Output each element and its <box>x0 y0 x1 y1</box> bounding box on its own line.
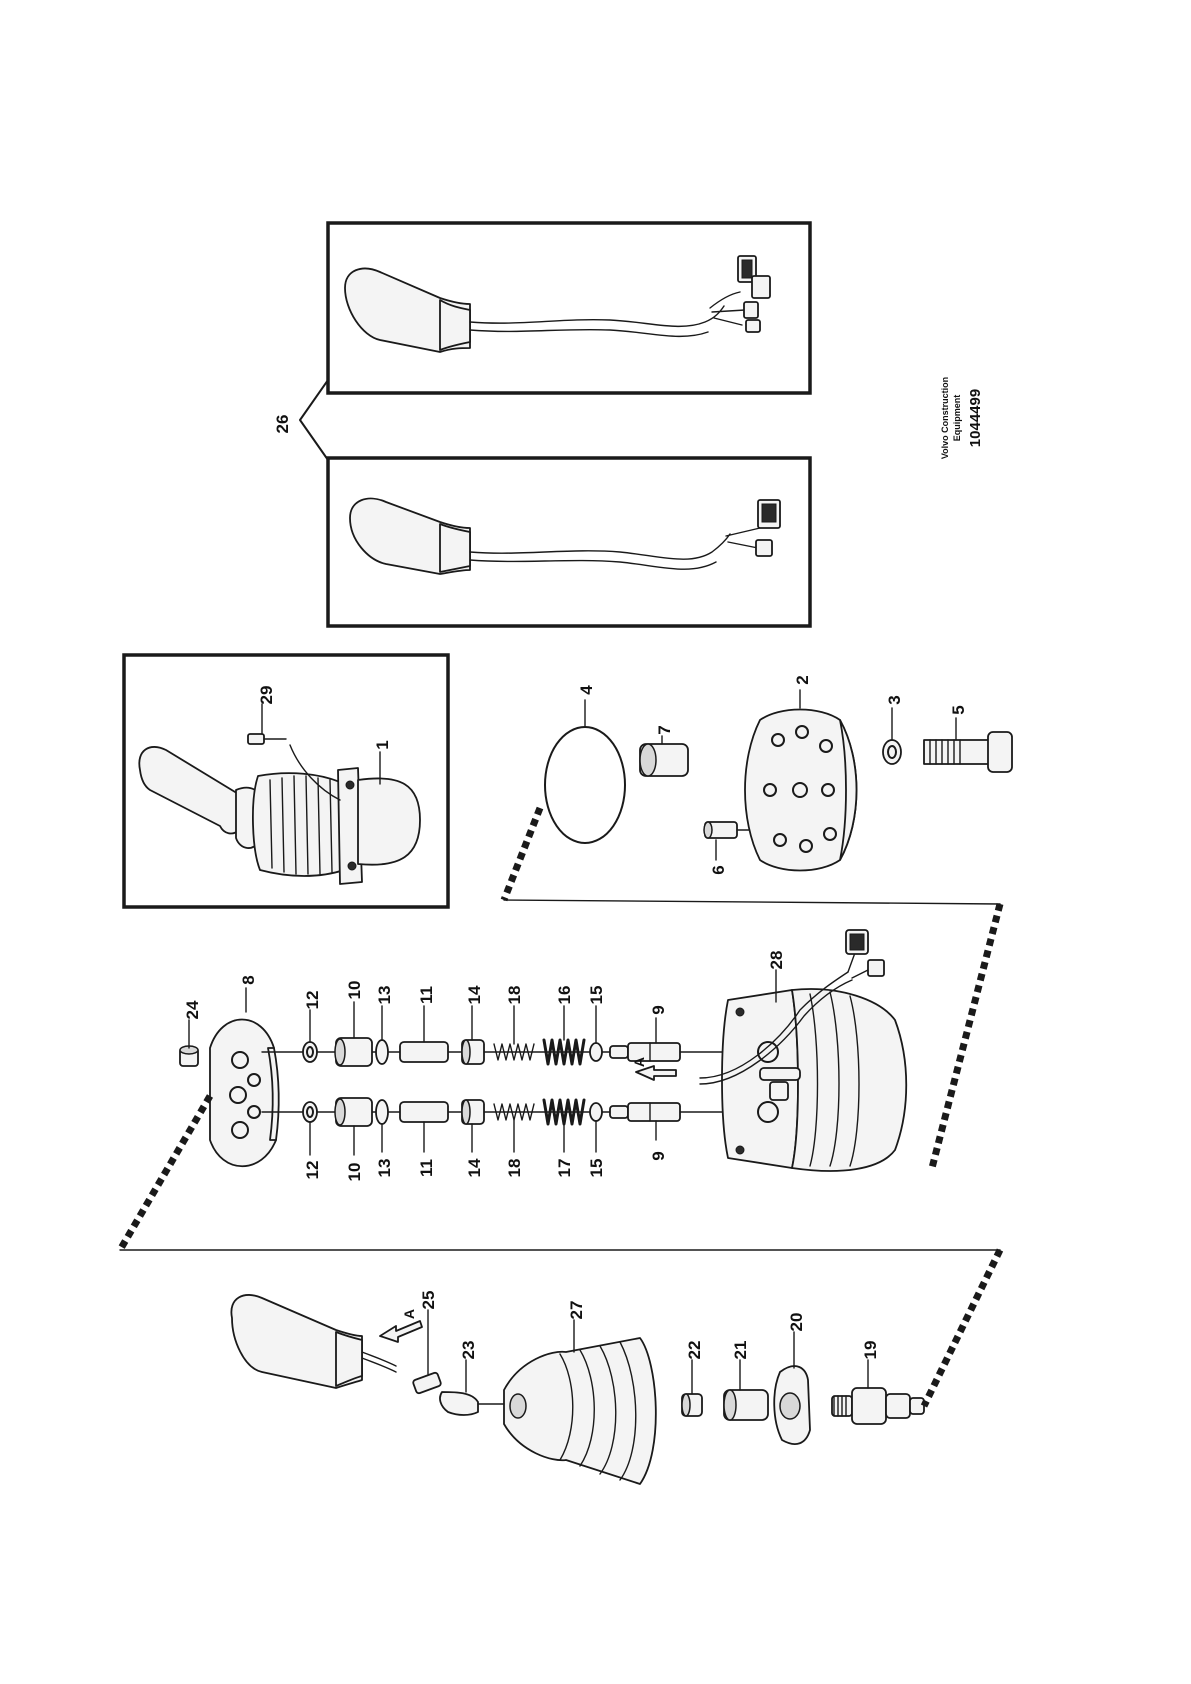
handle-variant-upper <box>344 255 771 353</box>
view-a-arrow-lower <box>379 1320 423 1343</box>
assembly-line-housing-right <box>928 903 1004 1169</box>
brand-line-2: Equipment <box>952 395 962 442</box>
label-10-bottom: 10 <box>345 1163 364 1182</box>
variant-bracket <box>299 379 329 461</box>
label-26: 26 <box>273 415 292 434</box>
part-7-bushing <box>639 743 689 777</box>
label-11-bottom: 11 <box>417 1159 436 1177</box>
part-22-washer <box>681 1393 703 1417</box>
part-15-ring-bottom <box>589 1102 603 1122</box>
part-15-ring-top <box>589 1042 603 1062</box>
label-10-top: 10 <box>345 981 364 1000</box>
label-29: 29 <box>257 686 276 705</box>
assembly-line-lower-right <box>920 1248 1004 1408</box>
part-25-contact <box>412 1371 442 1395</box>
label-22: 22 <box>685 1341 704 1360</box>
label-13-top: 13 <box>375 986 394 1005</box>
label-15-top: 15 <box>587 986 606 1005</box>
label-18-bottom: 18 <box>505 1159 524 1178</box>
label-24: 24 <box>183 1000 202 1019</box>
part-23-sleeve <box>439 1391 479 1416</box>
part-9-pushrod-bottom <box>609 1102 681 1122</box>
part-12-ring-top <box>302 1041 318 1063</box>
part-5-bolt <box>923 731 1013 773</box>
handle-variant-lower <box>349 497 781 575</box>
part-8-plate <box>209 1018 280 1167</box>
part-19-joint <box>831 1387 925 1425</box>
part-27-boot <box>503 1337 657 1485</box>
label-14-bottom: 14 <box>465 1158 484 1177</box>
label-28: 28 <box>767 951 786 970</box>
part-9-pushrod-top <box>609 1042 681 1062</box>
document-number: 1044499 <box>967 389 984 447</box>
label-25: 25 <box>419 1291 438 1310</box>
part-13-oring-bottom <box>375 1099 389 1125</box>
part-14-retainer-top <box>461 1039 485 1065</box>
label-3: 3 <box>885 695 904 704</box>
handle-variant-frame-upper <box>326 221 812 395</box>
part-2-plate <box>744 708 858 872</box>
part-13-oring-top <box>375 1039 389 1065</box>
label-8: 8 <box>239 975 258 984</box>
part-24-nut <box>179 1045 199 1067</box>
label-21: 21 <box>731 1341 750 1360</box>
label-13-bottom: 13 <box>375 1159 394 1178</box>
label-16: 16 <box>555 986 574 1005</box>
part-10-guide-bottom <box>334 1097 373 1127</box>
part-21-sleeve <box>723 1389 769 1421</box>
label-9-top: 9 <box>649 1005 668 1014</box>
label-19: 19 <box>861 1341 880 1360</box>
label-4: 4 <box>577 685 596 695</box>
assembly-line-4-to-28 <box>500 806 544 902</box>
label-15-bottom: 15 <box>587 1159 606 1178</box>
label-17: 17 <box>555 1159 574 1178</box>
label-view-a-middle: A <box>631 1057 647 1067</box>
lever-handle <box>230 1294 397 1389</box>
label-2: 2 <box>793 675 812 684</box>
assembled-lever-frame <box>122 653 450 909</box>
part-11-plunger-top <box>399 1041 449 1063</box>
label-7: 7 <box>655 725 674 734</box>
label-6: 6 <box>709 865 728 874</box>
label-1: 1 <box>373 740 392 749</box>
part-3-washer <box>882 739 902 765</box>
label-18-top: 18 <box>505 986 524 1005</box>
label-23: 23 <box>459 1341 478 1360</box>
label-11-top: 11 <box>417 986 436 1004</box>
part-4-seal-ring <box>544 726 626 844</box>
label-12-top: 12 <box>303 991 322 1010</box>
part-18-spring-top <box>493 1043 535 1061</box>
assembly-line-plate-to-housing <box>503 899 1001 905</box>
part-14-retainer-bottom <box>461 1099 485 1125</box>
part-16-spring-top <box>542 1038 586 1066</box>
handle-variant-frame-lower <box>326 456 812 628</box>
label-view-a-lower: A <box>401 1309 417 1319</box>
part-20-plate <box>773 1365 811 1445</box>
assembly-line-8-to-lower <box>116 1094 214 1252</box>
view-a-arrow-middle <box>635 1065 677 1081</box>
label-14-top: 14 <box>465 985 484 1004</box>
part-28-housing <box>699 929 908 1172</box>
label-9-bottom: 9 <box>649 1151 668 1160</box>
assembled-lever <box>138 733 421 885</box>
part-6-pin <box>703 821 771 839</box>
part-11-plunger-bottom <box>399 1101 449 1123</box>
part-12-ring-bottom <box>302 1101 318 1123</box>
part-10-guide-top <box>334 1037 373 1067</box>
brand-line-1: Volvo Construction <box>940 377 950 459</box>
label-20: 20 <box>787 1313 806 1332</box>
label-27: 27 <box>567 1301 586 1320</box>
label-12-bottom: 12 <box>303 1161 322 1180</box>
label-5: 5 <box>949 705 968 714</box>
